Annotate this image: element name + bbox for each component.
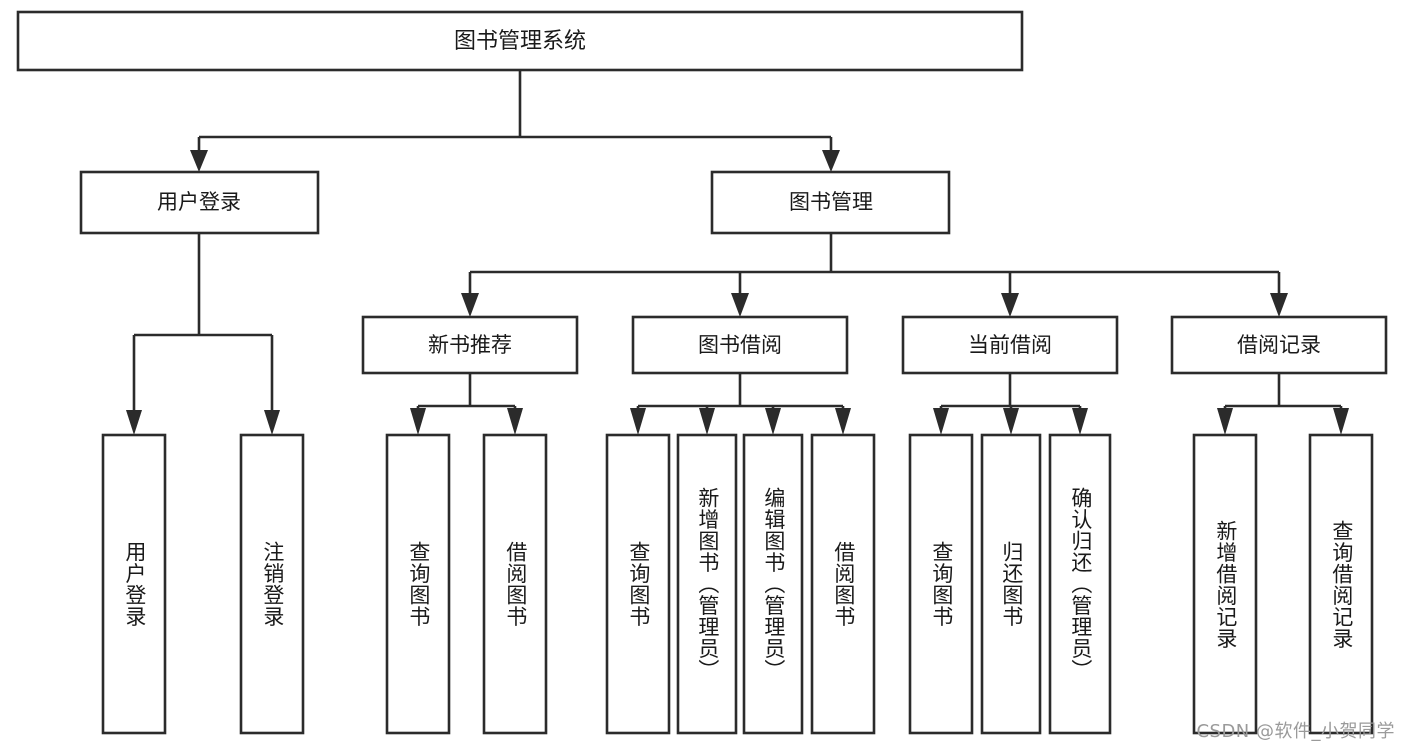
connector-group-book-borrow [630,373,851,435]
arrow-head-leaf-logout [264,410,280,435]
node-book-borrow-label: 图书借阅 [698,333,782,357]
leaf-box-query-book-borrow[interactable] [605,433,671,735]
node-book-borrow-rect[interactable] [631,315,849,375]
leaf-box-edit-book-admin[interactable] [742,433,804,735]
node-book-management[interactable]: 图书管理 [710,170,951,235]
arrow-head-leaf-query-book-1 [410,408,426,435]
arrow-head-to-book-mgmt [822,150,840,172]
arrow-head-book-borrow [731,293,749,317]
arrow-head-leaf-borrow-book-1 [507,408,523,435]
leaf-box-query-borrow-record[interactable] [1308,433,1374,735]
node-current-borrow-label: 当前借阅 [968,333,1052,357]
leaf-box-query-book-current[interactable] [908,433,974,735]
node-borrow-record-label: 借阅记录 [1237,333,1321,357]
arrow-head-new-book-rec [461,293,479,317]
node-root-system-rect[interactable] [16,10,1024,72]
node-borrow-record[interactable]: 借阅记录 [1170,315,1388,375]
node-book-borrow[interactable]: 图书借阅 [631,315,849,375]
arrow-head-leaf-borrow-book-2 [835,408,851,435]
node-book-management-rect[interactable] [710,170,951,235]
leaf-box-add-book-admin[interactable] [676,433,738,735]
node-borrow-record-rect[interactable] [1170,315,1388,375]
arrow-head-leaf-return-book [1003,408,1019,435]
leaf-box-add-borrow-record[interactable] [1192,433,1258,735]
node-user-login-rect[interactable] [79,170,320,235]
arrow-head-leaf-edit-book [765,408,781,435]
node-new-book-recommend-label: 新书推荐 [428,333,512,357]
connector-group-book-mgmt [461,233,1288,317]
leaf-box-borrow-book-newrec[interactable] [482,433,548,735]
node-user-login-label: 用户登录 [157,190,241,214]
arrow-head-leaf-query-book-2 [630,408,646,435]
connector-group-new-book-rec [410,373,523,435]
node-book-management-label: 图书管理 [789,190,873,214]
arrow-head-borrow-record [1270,293,1288,317]
arrow-head-leaf-confirm-return [1072,408,1088,435]
leaf-box-borrow-book[interactable] [810,433,876,735]
arrow-head-leaf-add-book [699,408,715,435]
arrow-head-to-user-login [190,150,208,172]
leaf-box-logout[interactable] [239,433,305,735]
arrow-head-leaf-query-record [1333,408,1349,435]
node-root-system[interactable]: 图书管理系统 [16,10,1024,72]
leaf-box-query-book-newrec[interactable] [385,433,451,735]
leaf-box-return-book[interactable] [980,433,1042,735]
leaf-box-user-login[interactable] [101,433,167,735]
arrow-head-leaf-add-record [1217,408,1233,435]
connector-group-root [190,70,840,172]
node-current-borrow-rect[interactable] [901,315,1119,375]
node-root-system-label: 图书管理系统 [454,29,586,54]
node-new-book-recommend[interactable]: 新书推荐 [361,315,579,375]
connector-group-borrow-record [1217,373,1349,435]
connector-group-user-login [126,233,280,435]
leaf-box-group [101,433,1374,735]
node-user-login[interactable]: 用户登录 [79,170,320,235]
csdn-watermark: CSDN @软件_小贺同学 [1196,721,1395,742]
arrow-head-leaf-query-book-3 [933,408,949,435]
node-current-borrow[interactable]: 当前借阅 [901,315,1119,375]
leaf-box-confirm-return-admin[interactable] [1048,433,1112,735]
connector-group-current-borrow [933,373,1088,435]
arrow-head-leaf-user-login [126,410,142,435]
node-new-book-recommend-rect[interactable] [361,315,579,375]
arrow-head-current-borrow [1001,293,1019,317]
